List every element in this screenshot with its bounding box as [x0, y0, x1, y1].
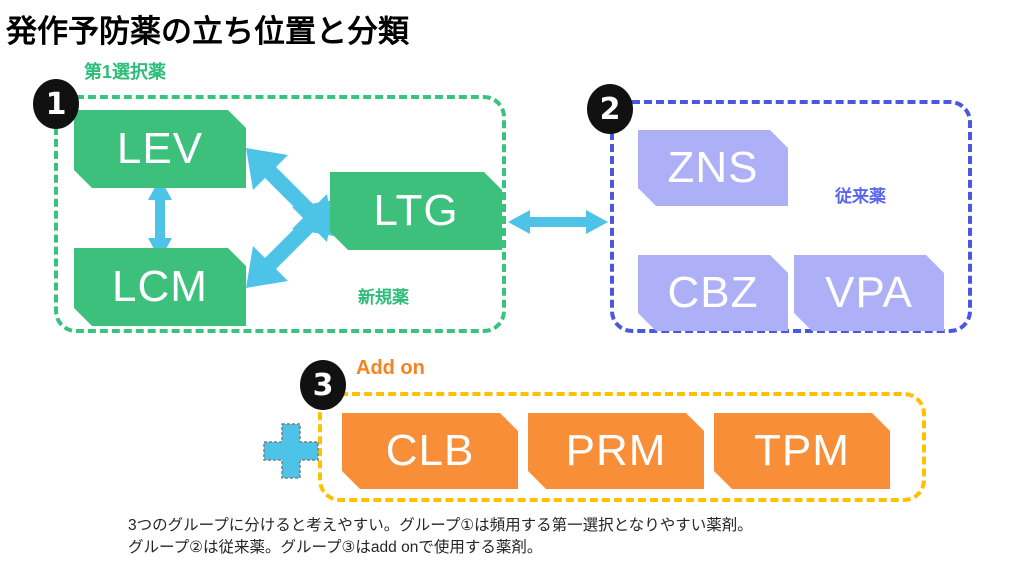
group-3-container	[318, 392, 926, 502]
drug-box-vpa[interactable]: VPA	[794, 255, 944, 331]
group-3-badge: 3	[300, 360, 346, 410]
footer-caption: 3つのグループに分けると考えやすい。グループ①は頻用する第一選択となりやすい薬剤…	[128, 515, 928, 560]
group-1-badge: 1	[33, 79, 79, 129]
group-1-caption: 第1選択薬	[84, 62, 167, 82]
drug-box-ltg[interactable]: LTG	[330, 172, 502, 250]
drug-label-zns: ZNS	[667, 143, 759, 192]
footer-line-1: 3つのグループに分けると考えやすい。グループ①は頻用する第一選択となりやすい薬剤…	[128, 517, 753, 534]
group-1-container	[54, 95, 506, 333]
drug-label-lcm: LCM	[112, 262, 208, 311]
footer-line-2: グループ②は従来薬。グループ③はadd onで使用する薬剤。	[128, 539, 543, 557]
drug-box-clb[interactable]: CLB	[342, 413, 518, 489]
plus-icon	[263, 423, 319, 479]
page-title: 発作予防薬の立ち位置と分類	[6, 14, 409, 49]
drug-label-clb: CLB	[385, 426, 475, 475]
drug-label-prm: PRM	[565, 426, 667, 475]
drug-label-vpa: VPA	[825, 268, 913, 317]
group-1-inner-label: 新規薬	[358, 288, 409, 307]
drug-box-tpm[interactable]: TPM	[714, 413, 890, 489]
group-3-caption: Add on	[356, 357, 425, 379]
group-2-inner-label: 従来薬	[835, 187, 886, 206]
drug-label-cbz: CBZ	[667, 268, 759, 317]
drug-label-ltg: LTG	[373, 186, 459, 235]
group-2-container	[610, 100, 972, 333]
drug-box-lev[interactable]: LEV	[74, 110, 246, 188]
arrow-ltg-group2	[508, 210, 608, 234]
drug-box-prm[interactable]: PRM	[528, 413, 704, 489]
group-2-badge: 2	[587, 84, 633, 134]
drug-box-cbz[interactable]: CBZ	[638, 255, 788, 331]
drug-box-lcm[interactable]: LCM	[74, 248, 246, 326]
drug-label-lev: LEV	[116, 124, 204, 173]
drug-label-tpm: TPM	[754, 426, 850, 475]
drug-box-zns[interactable]: ZNS	[638, 130, 788, 206]
